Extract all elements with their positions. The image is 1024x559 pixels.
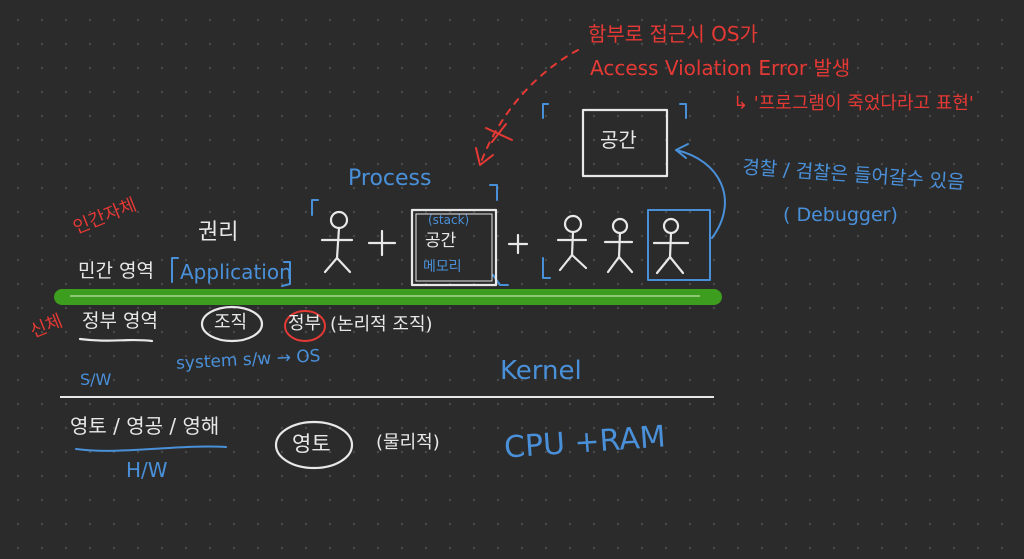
plus-sign-2: [507, 233, 529, 255]
memory-space-label: 공간: [425, 231, 457, 251]
access-arrow-head: [475, 147, 494, 166]
org-circle: [200, 305, 264, 343]
government-underline: [78, 337, 154, 343]
plus-sign-1: [367, 229, 397, 257]
sw-label: S/W: [80, 370, 112, 389]
top-bracket-left: [542, 103, 549, 119]
annotation-red-line3: ↳ '프로그램이 죽었다라고 표현': [733, 93, 974, 114]
person-figure-3: [603, 217, 634, 274]
person-figure-1: [320, 210, 354, 274]
annotation-red-line2: Access Violation Error 발생: [590, 56, 851, 80]
person-figure-2: [556, 214, 588, 272]
memory-space-box: [410, 208, 498, 287]
territory-underline: [75, 445, 227, 452]
application-bracket: [171, 257, 291, 287]
gov-label: 정부: [288, 313, 322, 334]
private-area-title: 민간 영역: [78, 260, 154, 282]
gov-circle: [284, 310, 326, 342]
top-space-box: [581, 108, 669, 178]
annotation-red-line1: 함부로 접근시 OS가: [588, 22, 758, 46]
physical-label: (물리적): [376, 432, 440, 453]
police-arrow: [675, 149, 726, 239]
territory-title: 영토 / 영공 / 영해: [70, 414, 220, 438]
hw-label: H/W: [126, 458, 168, 482]
access-arrow: [479, 49, 579, 166]
top-bracket-right: [679, 103, 687, 119]
debugger-label: ( Debugger): [783, 204, 898, 226]
memory-space-inner: [415, 213, 493, 282]
application-label: Application: [180, 260, 292, 284]
police-arrow-head: [675, 143, 689, 159]
process-bracket-bottom-left: [542, 257, 551, 279]
stack-label: (stack): [428, 213, 470, 227]
person-figure-4: [652, 217, 690, 275]
process-bracket-right: [489, 184, 498, 201]
process-label: Process: [348, 166, 432, 191]
rights-label: 권리: [198, 220, 239, 245]
process-bracket-left: [311, 199, 319, 216]
gov-note-label: (논리적 조직): [330, 314, 433, 335]
land-circle: [274, 420, 354, 470]
memory-label: 메모리: [423, 259, 462, 275]
police-box: [647, 209, 711, 281]
access-denied-x: [485, 123, 513, 143]
org-label: 조직: [214, 312, 248, 333]
kernel-label: Kernel: [500, 356, 582, 386]
government-area-title: 정부 영역: [82, 310, 158, 332]
top-space-label: 공간: [600, 128, 637, 152]
land-label: 영토: [292, 432, 331, 456]
